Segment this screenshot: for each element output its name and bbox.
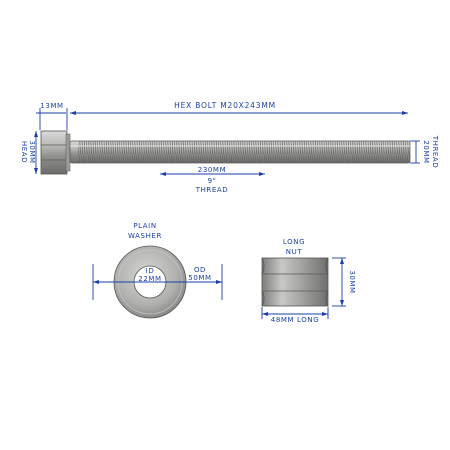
bolt-length-arrow-left: [70, 111, 76, 115]
thread-length-label-2: 9": [208, 177, 217, 185]
nut-body: [261, 257, 329, 307]
thread-dia-label-1: 20MM: [422, 140, 430, 163]
nut-label-1: LONG: [283, 238, 305, 246]
head-height-arrow-bottom: [34, 168, 38, 174]
washer-od-arrow-left: [93, 280, 99, 284]
nut-chamfer: [261, 257, 329, 307]
hex-bolt: HEX BOLT M20X243MM 13MM HEAD 30MM 20MM T…: [20, 101, 439, 194]
head-label-1: HEAD: [20, 141, 28, 163]
bolt-washer-face: [65, 133, 71, 172]
bolt-length-arrow-right: [402, 111, 408, 115]
washer-id-label: ID: [146, 267, 155, 275]
head-length-label: 13MM: [40, 102, 63, 110]
head-height-arrow-top: [34, 131, 38, 137]
nut-height-arrow-top: [340, 258, 344, 264]
washer-od-label: OD: [194, 266, 206, 274]
nut-height-arrow-bottom: [340, 300, 344, 306]
washer-od-arrow-right: [216, 280, 222, 284]
thread-length-label-1: 230MM: [198, 166, 226, 174]
nut-length-arrow-right: [322, 312, 328, 316]
washer-label-2: WASHER: [128, 232, 162, 240]
thread-length-arrow-left: [160, 172, 166, 176]
bolt-title: HEX BOLT M20X243MM: [174, 101, 276, 110]
nut-length-arrow-left: [262, 312, 268, 316]
nut-label-2: NUT: [286, 248, 303, 256]
bolt-thread: [78, 141, 410, 163]
plain-washer: PLAIN WASHER OD 50MM ID 22MM: [92, 222, 223, 319]
washer-id-value: 22MM: [138, 275, 161, 283]
washer-label-1: PLAIN: [133, 222, 156, 230]
thread-length-arrow-right: [259, 172, 265, 176]
washer-od-value: 50MM: [188, 274, 211, 282]
thread-length-label-3: THREAD: [195, 186, 229, 194]
nut-length-label: 48MM LONG: [271, 316, 319, 324]
nut-height-label: 30MM: [348, 270, 356, 293]
thread-dia-label-2: THREAD: [431, 135, 439, 169]
long-nut: LONG NUT 30MM 48MM LONG: [261, 238, 356, 324]
head-label-2: 30MM: [28, 140, 36, 163]
bolt-head: [40, 130, 68, 175]
